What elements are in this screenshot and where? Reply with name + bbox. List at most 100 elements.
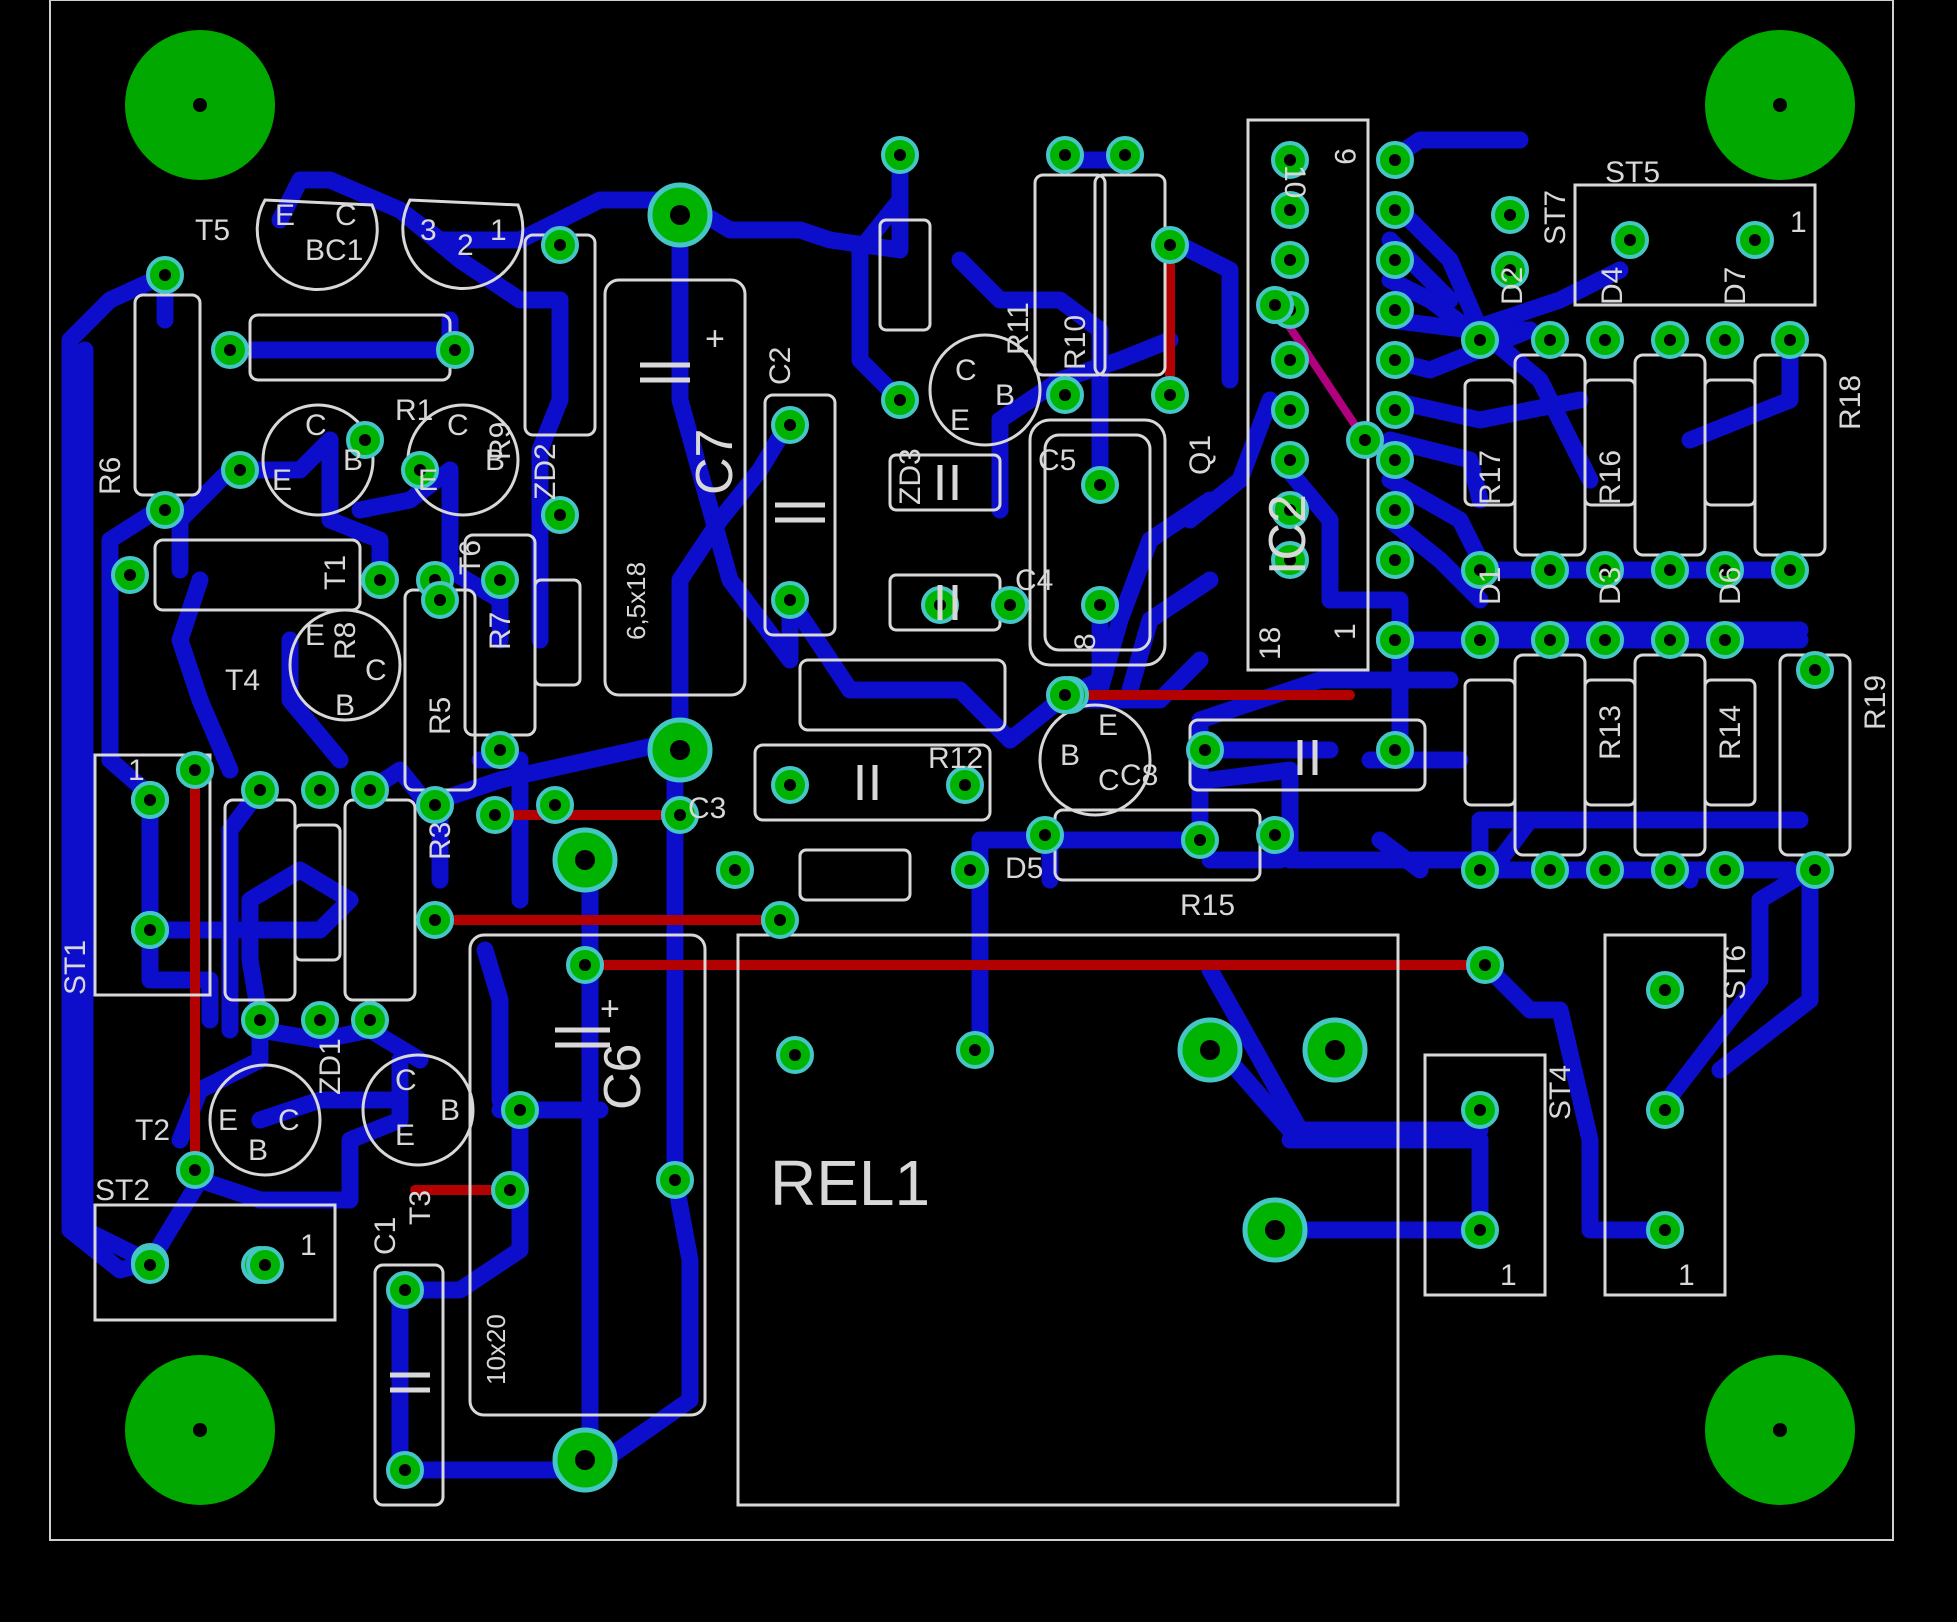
label-r6: R6: [94, 457, 127, 495]
st2-pin1: 1: [300, 1229, 317, 1262]
pad-drill: [575, 1450, 595, 1470]
t1-pin-c: C: [305, 409, 327, 442]
pad-drill: [1719, 564, 1731, 576]
pad-drill: [144, 1259, 156, 1271]
label-r5: R5: [424, 697, 457, 735]
pad-drill: [1659, 1104, 1671, 1116]
pad-drill: [1200, 1040, 1220, 1060]
t1-pin-e: E: [272, 464, 292, 497]
label-c2: C2: [764, 347, 797, 385]
pad-drill: [429, 914, 441, 926]
pad-drill: [1389, 554, 1401, 566]
pad-drill: [1719, 634, 1731, 646]
pad-drill: [784, 779, 796, 791]
label-r11: R11: [1002, 302, 1035, 355]
bc1-pin1: 1: [490, 214, 507, 247]
pad-drill: [1325, 1040, 1345, 1060]
st4-pin1: 1: [1500, 1259, 1517, 1292]
label-d5: D5: [1005, 852, 1043, 885]
silkscreen-labels: T5 BC1 R1 T4 T2 ST2 R12 C3 C8 D5 R15 ST5…: [95, 156, 1660, 1219]
pad-drill: [1474, 634, 1486, 646]
pad-drill: [964, 864, 976, 876]
st6-pin1: 1: [1678, 1259, 1695, 1292]
label-c5: C5: [1038, 444, 1076, 477]
label-r8: R8: [329, 622, 362, 660]
pad-drill: [1389, 504, 1401, 516]
pad-drill: [1599, 864, 1611, 876]
label-r13: R13: [1594, 705, 1627, 760]
pad-drill: [514, 1104, 526, 1116]
pad-drill: [579, 959, 591, 971]
label-c6-size: 10x20: [481, 1314, 511, 1385]
pad-drill: [1474, 564, 1486, 576]
pad-drill: [1809, 664, 1821, 676]
label-r19: R19: [1859, 675, 1892, 730]
pad-drill: [429, 799, 441, 811]
t3-pin-c: C: [395, 1064, 417, 1097]
pad-drill: [259, 1259, 271, 1271]
pad-drill: [1389, 454, 1401, 466]
pad-drill: [374, 574, 386, 586]
label-ic2: IC2: [1259, 494, 1317, 575]
pad-drill: [254, 1014, 266, 1026]
pad-drill: [1119, 149, 1131, 161]
label-c3: C3: [688, 792, 726, 825]
label-r9: R9: [484, 422, 517, 460]
pad-drill: [894, 149, 906, 161]
pad-drill: [399, 1284, 411, 1296]
pad-drill: [1284, 404, 1296, 416]
pad-drill: [674, 809, 686, 821]
pad-drill: [1474, 334, 1486, 346]
t5-pin-c: C: [335, 199, 357, 232]
label-d1: D1: [1474, 567, 1507, 605]
label-r16: R16: [1594, 450, 1627, 505]
label-pin9: 9: [1328, 148, 1361, 165]
t4-pin-c: C: [365, 654, 387, 687]
pad-drill: [189, 1164, 201, 1176]
bc1-pin3: 3: [420, 214, 437, 247]
label-t2: T2: [135, 1114, 170, 1147]
label-st2: ST2: [95, 1174, 150, 1207]
pad-drill: [1784, 334, 1796, 346]
label-d2: D2: [1496, 267, 1529, 305]
label-st7: ST7: [1539, 190, 1572, 245]
pad-drill: [1664, 564, 1676, 576]
pad-drill: [234, 464, 246, 476]
pad-drill: [1474, 864, 1486, 876]
label-t6: T6: [454, 540, 487, 575]
board-outline: [49, 0, 1894, 1541]
pad-drill: [1474, 1104, 1486, 1116]
t8-pin-e: E: [950, 404, 970, 437]
pad-drill: [969, 1044, 981, 1056]
pad-drill: [554, 239, 566, 251]
t8-pin-b: B: [995, 379, 1015, 412]
pad-drill: [1544, 864, 1556, 876]
label-c6: C6: [594, 1044, 652, 1110]
label-r1: R1: [395, 394, 433, 427]
label-bc1: BC1: [305, 234, 363, 267]
t6-pin-b: B: [485, 444, 505, 477]
label-rel1: REL1: [770, 1147, 930, 1219]
pad-drill: [729, 864, 741, 876]
pad-drill: [1784, 564, 1796, 576]
t2-pin-e: E: [218, 1104, 238, 1137]
label-st1: ST1: [59, 940, 92, 995]
pad-drill: [959, 779, 971, 791]
pad-drill: [1269, 829, 1281, 841]
q1-pin-e: E: [1098, 709, 1118, 742]
label-zd1: ZD1: [314, 1038, 347, 1095]
q1-pin-b: B: [1060, 739, 1080, 772]
c6-plus: +: [600, 990, 620, 1028]
pad-drill: [1389, 634, 1401, 646]
t5-pin-e: E: [275, 199, 295, 232]
pad-drill: [314, 784, 326, 796]
pad-drill: [434, 594, 446, 606]
pad-drill: [1544, 634, 1556, 646]
t2-pin-c: C: [278, 1104, 300, 1137]
pad-drill: [1284, 504, 1296, 516]
label-t5: T5: [195, 214, 230, 247]
st5-pin1: 1: [1790, 206, 1807, 239]
pad-drill: [449, 344, 461, 356]
pad-drill: [1719, 864, 1731, 876]
pad-drill: [1664, 864, 1676, 876]
